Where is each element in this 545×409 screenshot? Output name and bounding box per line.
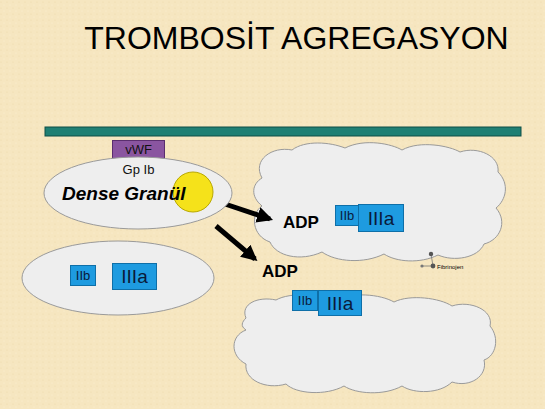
release-arrow <box>216 226 255 259</box>
integrin-subunit-box: IIIa <box>112 263 157 290</box>
fibrinogen-label: Fibrinojen <box>437 264 463 270</box>
node-text: IIIa <box>327 294 353 313</box>
node-text: Dense Granül <box>62 184 186 203</box>
node-text: IIb <box>298 294 312 307</box>
node-text: Gp Ib <box>123 163 155 176</box>
integrin-subunit-box: IIb <box>70 265 96 286</box>
vessel-wall <box>45 127 521 136</box>
resting-platelet <box>22 241 214 315</box>
fibrinogen-molecule <box>420 252 435 269</box>
activated-platelet <box>234 295 496 393</box>
activated-platelet <box>254 143 506 261</box>
adp-label: ADP <box>262 263 298 280</box>
node-text: IIIa <box>368 209 394 228</box>
integrin-subunit-box: IIIa <box>358 204 404 232</box>
integrin-subunit-box: IIb <box>335 205 359 226</box>
integrin-subunit-box: IIb <box>292 290 318 311</box>
adp-label: ADP <box>283 214 319 231</box>
platelet-membrane <box>44 157 232 229</box>
node-text: IIb <box>76 269 90 282</box>
node-text: IIIa <box>121 267 147 286</box>
vwf-receptor-box: vWF <box>112 140 165 159</box>
release-arrow <box>222 203 270 219</box>
integrin-subunit-box: IIIa <box>318 290 362 316</box>
slide-title: TROMBOSİT AGREGASYON <box>48 22 545 54</box>
node-text: vWF <box>125 143 152 156</box>
node-text: IIb <box>340 209 354 222</box>
